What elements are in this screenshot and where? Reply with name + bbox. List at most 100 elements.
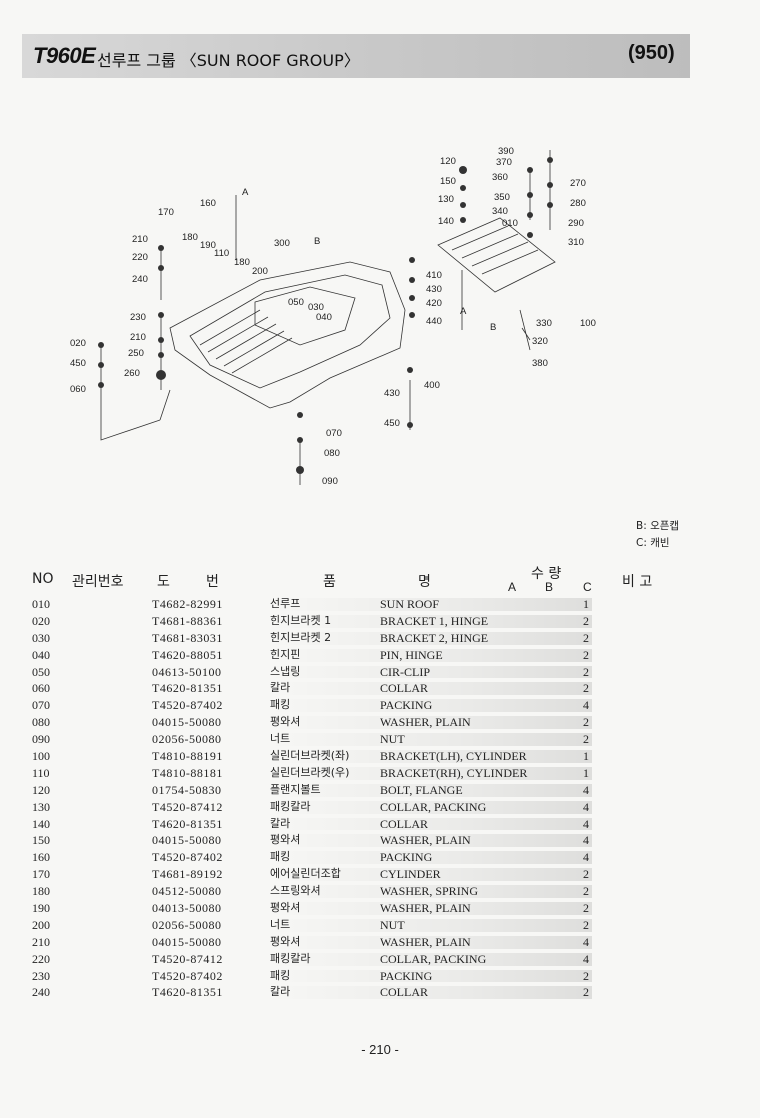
row-name-kr: 실린더브라켓(우) <box>270 765 350 779</box>
callout: 120 <box>440 156 456 167</box>
row-qty: 1 <box>583 597 589 611</box>
row-qty: 2 <box>583 613 589 628</box>
row-part-number: T4520-87402 <box>152 968 223 983</box>
row-qty: 4 <box>583 934 589 949</box>
row-name-en: WASHER, PLAIN <box>380 901 471 916</box>
row-no: 060 <box>32 681 50 696</box>
row-name-en: CYLINDER <box>380 867 441 882</box>
callout: 410 <box>426 270 442 281</box>
callout: 330 <box>536 318 552 329</box>
row-name-en: COLLAR <box>380 816 428 831</box>
callout: 110 <box>214 248 229 259</box>
row-part-number: 02056-50080 <box>152 917 222 932</box>
callout: 300 <box>274 238 290 249</box>
col-head-qty-c: C <box>583 580 592 594</box>
row-part-number: T4681-88361 <box>152 613 223 628</box>
row-qty: 2 <box>583 630 589 645</box>
col-head-name-2: 명 <box>418 574 431 590</box>
callout: 200 <box>252 266 268 277</box>
row-part-number: T4681-83031 <box>152 630 223 645</box>
row-no: 080 <box>32 715 50 730</box>
row-name-kr: 선루프 <box>270 597 301 610</box>
callout: 030 <box>308 302 324 313</box>
row-no: 230 <box>32 968 50 983</box>
row-qty: 2 <box>583 985 589 1000</box>
callout: A <box>460 306 467 317</box>
callout: 430 <box>384 388 400 399</box>
row-name-en: PIN, HINGE <box>380 647 443 662</box>
row-name-en: BRACKET(LH), CYLINDER <box>380 749 527 764</box>
callout: 380 <box>532 358 548 369</box>
page-number: - 210 - <box>361 1042 399 1057</box>
notes: B: 오픈캡 C: 캐빈 <box>636 518 679 552</box>
row-name-en: WASHER, PLAIN <box>380 833 471 848</box>
roof-ribs <box>199 309 293 374</box>
roof-window <box>254 286 356 346</box>
row-qty: 2 <box>583 867 589 882</box>
model-code: T960E <box>33 43 96 68</box>
callout: 250 <box>128 348 144 359</box>
col-head-remark: 비 고 <box>622 574 653 590</box>
row-qty: 4 <box>583 698 589 713</box>
row-no: 020 <box>32 613 50 628</box>
col-head-drawing-1: 도 <box>157 574 170 590</box>
row-qty: 2 <box>583 664 589 679</box>
row-part-number: T4520-87412 <box>152 799 223 814</box>
callout: 450 <box>384 418 400 429</box>
callout: 340 <box>492 206 508 217</box>
col-head-mgmt: 관리번호 <box>72 574 124 590</box>
row-qty: 2 <box>583 715 589 730</box>
row-name-kr: 에어실린더조합 <box>270 867 341 881</box>
callout: 210 <box>130 332 146 343</box>
callout: 320 <box>532 336 548 347</box>
row-name-en: WASHER, PLAIN <box>380 715 471 730</box>
row-name-kr: 평와셔 <box>270 901 301 915</box>
diagram-callouts: 390 370 360 350 340 010 120 150 130 140 … <box>70 146 596 487</box>
row-no: 210 <box>32 934 50 949</box>
row-name-kr: 힌지브라켓 1 <box>270 613 332 627</box>
col-head-qty-b: B <box>545 580 554 594</box>
row-no: 040 <box>32 647 50 662</box>
note-b: B: 오픈캡 <box>636 520 680 532</box>
row-part-number: 04015-50080 <box>152 934 222 949</box>
row-no: 090 <box>32 732 50 747</box>
callout: 180 <box>234 257 250 268</box>
callout: 360 <box>492 172 508 183</box>
row-name-kr: 힌지브라켓 2 <box>270 630 332 644</box>
row-part-number: 04512-50080 <box>152 884 222 899</box>
row-name-en: PACKING <box>380 698 433 713</box>
row-no: 240 <box>32 985 50 1000</box>
callout: 390 <box>498 146 514 157</box>
row-name-kr: 스냅링 <box>270 664 301 678</box>
row-qty: 4 <box>583 833 589 848</box>
row-name-kr: 플랜지볼트 <box>270 782 321 796</box>
row-part-number: T4682-82991 <box>152 597 223 611</box>
row-name-kr: 패킹 <box>270 850 291 864</box>
row-part-number: T4810-88191 <box>152 749 223 764</box>
row-name-kr: 칼라 <box>270 816 291 830</box>
row-qty: 1 <box>583 765 589 780</box>
row-part-number: 04613-50100 <box>152 664 222 679</box>
callout: 220 <box>132 252 148 263</box>
callout: 350 <box>494 192 510 203</box>
row-no: 100 <box>32 749 50 764</box>
row-qty: 2 <box>583 968 589 983</box>
row-part-number: 02056-50080 <box>152 732 222 747</box>
col-head-qty: 수 량 <box>531 566 562 582</box>
row-no: 170 <box>32 867 50 882</box>
row-name-en: PACKING <box>380 850 433 865</box>
callout: 130 <box>438 194 454 205</box>
callout: 400 <box>424 380 440 391</box>
header-band <box>22 34 690 78</box>
